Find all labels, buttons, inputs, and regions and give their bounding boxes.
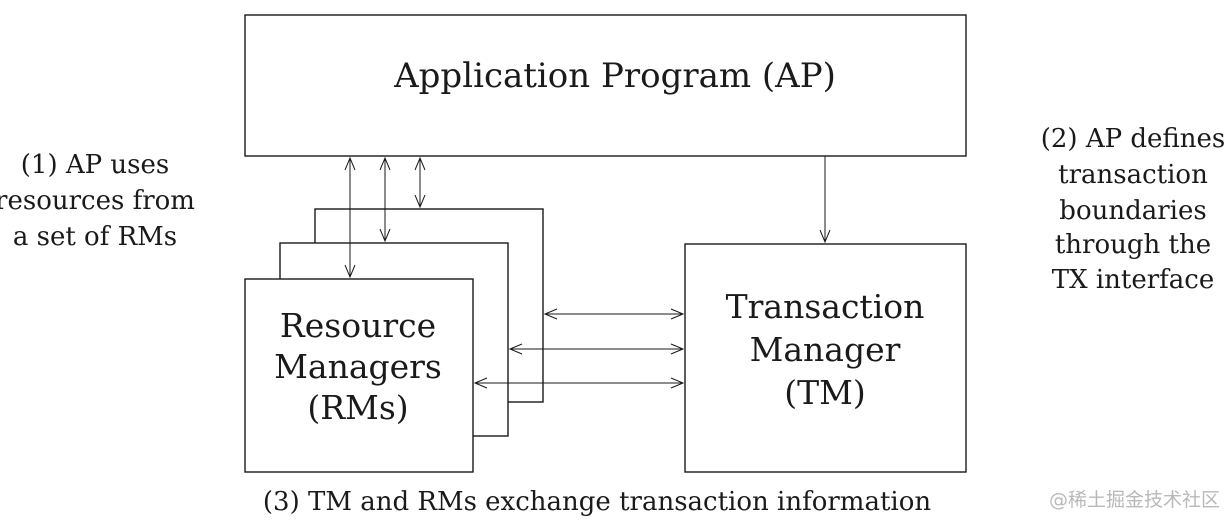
resource-managers-label-line1: Resource: [280, 306, 436, 345]
resource-managers-label-line3: (RMs): [307, 388, 408, 427]
note-right-line3: boundaries: [1059, 196, 1206, 226]
resource-managers-label-line2: Managers: [274, 347, 442, 386]
tm-rm-arrow-3: [473, 377, 685, 389]
note-right-line1: (2) AP defines: [1041, 124, 1225, 154]
note-right-line2: transaction: [1058, 160, 1208, 190]
note-left-line3: a set of RMs: [13, 222, 177, 252]
note-left-line1: (1) AP uses: [21, 150, 169, 180]
ap-rm-arrow-2: [379, 156, 391, 243]
resource-manager-box-front: [244, 278, 474, 473]
application-program-box: [244, 14, 967, 157]
transaction-manager-label-line1: Transaction: [726, 287, 925, 326]
note-right-line5: TX interface: [1052, 265, 1215, 295]
tm-rm-arrow-1: [543, 308, 685, 320]
ap-rm-arrow-3: [414, 156, 426, 209]
note-right-line4: through the: [1055, 230, 1211, 260]
transaction-manager-label-line3: (TM): [784, 373, 866, 412]
ap-tm-arrow: [819, 156, 831, 244]
note-bottom: (3) TM and RMs exchange transaction info…: [263, 487, 931, 517]
application-program-label: Application Program (AP): [393, 56, 836, 96]
transaction-manager-label-line2: Manager: [750, 330, 901, 369]
note-left-line2: resources from: [0, 186, 195, 216]
ap-rm-arrow-1: [344, 156, 356, 279]
watermark: @稀土掘金技术社区: [1048, 489, 1220, 511]
transaction-manager-box: [684, 243, 967, 473]
tm-rm-arrow-2: [508, 343, 685, 355]
